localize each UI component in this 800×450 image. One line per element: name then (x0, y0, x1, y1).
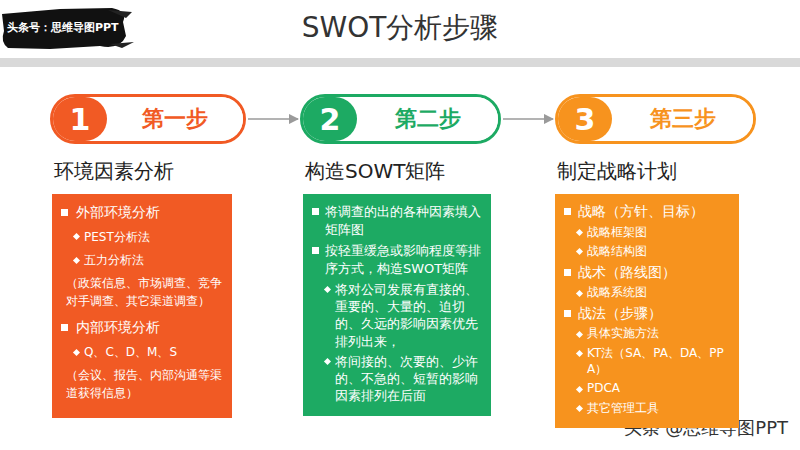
bullet-diamond (576, 290, 583, 297)
item-text: 战略系统图 (587, 285, 647, 299)
step-label: 第二步 (357, 97, 498, 141)
step-arrow (248, 118, 298, 120)
step-number: 1 (53, 97, 107, 141)
step-panel: 战略（方针、目标） 战略框架图战略结构图战术（路线图） 战略系统图战法（步骤） 具体实… (555, 194, 739, 428)
step-item: 战略（方针、目标） (563, 203, 731, 221)
bullet-diamond (576, 385, 583, 392)
step-box: 制定战略计划战略（方针、目标） 战略框架图战略结构图战术（路线图） 战略系统图战法（… (555, 158, 739, 428)
item-text: 将调查的出的各种因素填入矩阵图 (325, 204, 481, 237)
step-item: PEST分析法 (72, 229, 224, 245)
step-pill: 2第二步 (300, 94, 501, 144)
step-pill: 1第一步 (50, 94, 246, 144)
step-panel: 将调查的出的各种因素填入矩阵图按轻重缓急或影响程度等排序方式，构造SWOT矩阵将… (303, 194, 491, 416)
item-text: 按轻重缓急或影响程度等排序方式，构造SWOT矩阵 (325, 243, 481, 276)
step-number: 2 (303, 97, 357, 141)
bullet-square (564, 208, 571, 215)
step-item: 五力分析法 (72, 252, 224, 268)
step-box: 构造SOWT矩阵将调查的出的各种因素填入矩阵图按轻重缓急或影响程度等排序方式，构… (303, 158, 491, 416)
step-item: Q、C、D、M、S (72, 344, 224, 360)
step-item: 将间接的、次要的、少许的、不急的、短暂的影响因素排列在后面 (323, 353, 483, 405)
bullet-square (564, 269, 571, 276)
step-heading: 制定战略计划 (557, 158, 739, 184)
bullet-square (564, 310, 571, 317)
step-item: 战法（步骤） (563, 305, 731, 323)
bullet-diamond (324, 286, 331, 293)
item-text: PDCA (587, 381, 620, 395)
bullet-square (312, 247, 319, 254)
bullet-diamond (73, 348, 80, 355)
bullet-diamond (576, 229, 583, 236)
item-text: 战术（路线图） (578, 264, 676, 280)
item-text: 将对公司发展有直接的、重要的、大量的、迫切的、久远的影响因素优先排列出来， (335, 282, 478, 349)
bullet-diamond (576, 331, 583, 338)
bullet-diamond (73, 233, 80, 240)
item-text: （政策信息、市场调查、竞争对手调查、其它渠道调查） (66, 276, 222, 307)
bullet-square (312, 208, 319, 215)
step-panel: 外部环境分析 PEST分析法五力分析法 （政策信息、市场调查、竞争对手调查、其它渠道… (52, 194, 232, 418)
step-item: 将调查的出的各种因素填入矩阵图 (311, 203, 483, 239)
item-text: 战略（方针、目标） (578, 203, 704, 219)
step-item: 战略系统图 (575, 285, 731, 301)
step-item: KT法（SA、PA、DA、PPA） (575, 346, 731, 377)
item-text: 战略结构图 (587, 244, 647, 258)
item-text: 内部环境分析 (76, 319, 160, 335)
bullet-diamond (73, 257, 80, 264)
item-text: 战法（步骤） (578, 305, 662, 321)
step-item: 将对公司发展有直接的、重要的、大量的、迫切的、久远的影响因素优先排列出来， (323, 281, 483, 350)
step-item: 战略结构图 (575, 244, 731, 260)
item-text: KT法（SA、PA、DA、PPA） (587, 346, 724, 376)
bullet-diamond (576, 405, 583, 412)
step-pill: 3第三步 (555, 94, 756, 144)
item-text: Q、C、D、M、S (84, 345, 177, 359)
step-item: 按轻重缓急或影响程度等排序方式，构造SWOT矩阵 (311, 242, 483, 278)
item-text: 五力分析法 (84, 253, 144, 267)
bullet-diamond (576, 350, 583, 357)
step-number: 3 (558, 97, 612, 141)
item-text: 外部环境分析 (76, 204, 160, 220)
item-text: （会议、报告、内部沟通等渠道获得信息） (66, 368, 222, 399)
step-heading: 环境因素分析 (54, 158, 232, 184)
header-band (0, 58, 800, 67)
item-text: 具体实施方法 (587, 326, 659, 340)
item-text: 其它管理工具 (587, 401, 659, 415)
item-text: 战略框架图 (587, 225, 647, 239)
item-text: PEST分析法 (84, 230, 150, 244)
step-heading: 构造SOWT矩阵 (305, 158, 491, 184)
bullet-diamond (324, 358, 331, 365)
title: SWOT分析步骤 (0, 10, 800, 46)
item-text: 将间接的、次要的、少许的、不急的、短暂的影响因素排列在后面 (335, 354, 478, 404)
step-item: 外部环境分析 (60, 203, 224, 222)
step-box: 环境因素分析外部环境分析 PEST分析法五力分析法 （政策信息、市场调查、竞争对手调… (52, 158, 232, 418)
step-item: 战术（路线图） (563, 264, 731, 282)
step-item: （会议、报告、内部沟通等渠道获得信息） (60, 367, 224, 402)
step-item: 战略框架图 (575, 225, 731, 241)
brush-stroke (2, 8, 126, 49)
step-item: 内部环境分析 (60, 318, 224, 337)
step-item: （政策信息、市场调查、竞争对手调查、其它渠道调查） (60, 275, 224, 310)
step-label: 第三步 (612, 97, 753, 141)
step-item: PDCA (575, 381, 731, 397)
step-arrow (503, 118, 553, 120)
step-item: 其它管理工具 (575, 401, 731, 417)
bullet-diamond (576, 248, 583, 255)
bullet-square (61, 324, 68, 331)
brand-tag: 头条号：思维导图PPT (7, 20, 119, 35)
step-item: 具体实施方法 (575, 326, 731, 342)
step-label: 第一步 (107, 97, 243, 141)
bullet-square (61, 209, 68, 216)
